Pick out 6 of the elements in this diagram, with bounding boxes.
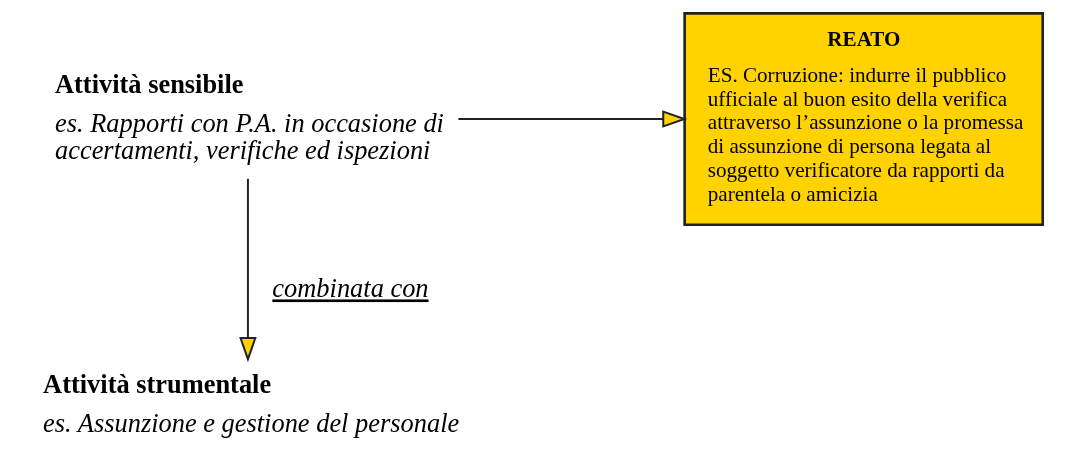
edge-label: combinata con <box>271 273 429 304</box>
node-text: Attività strumentale es. Assunzione e gestione del personale <box>42 368 459 439</box>
arrow <box>456 110 687 128</box>
node-box: REATO ES. Corruzione: indurre il pubblico ufficiale al buon esito della verifica attraverso l’assunzione o la promessa di assunzione di persona legata al soggetto verificatore da rapporti da parentela o amicizia <box>682 12 1044 227</box>
arrow <box>238 177 257 363</box>
node-text: Attività sensibile es. Rapporti con P.A. in occasione di accertamenti, verifiche ed ispezioni <box>54 68 444 165</box>
